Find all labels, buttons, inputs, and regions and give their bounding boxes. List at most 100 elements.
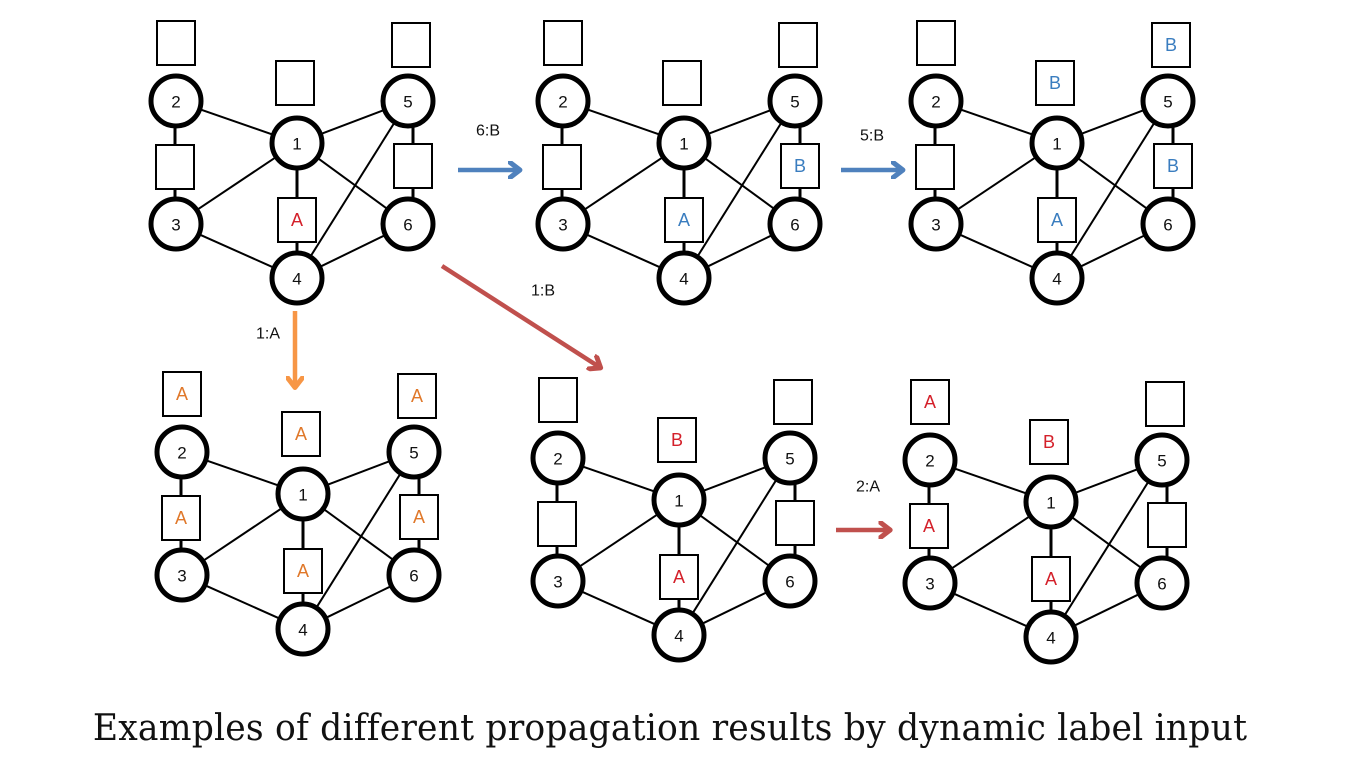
label-box-above-2: [916, 20, 956, 66]
label-box-between-1-4: A: [283, 548, 323, 594]
edge-3-1: [578, 513, 659, 568]
arrow-line: [440, 264, 599, 367]
transition-arrow-6-B: 6:B: [458, 123, 518, 171]
label-box-value: A: [175, 508, 187, 528]
node-label: 3: [931, 216, 940, 235]
label-box-between-5-6: [393, 143, 433, 189]
label-box-value: A: [295, 424, 307, 444]
node-1: 1: [651, 472, 707, 528]
node-3: 3: [530, 553, 586, 609]
edge-2-1: [953, 467, 1028, 495]
node-circle: [651, 607, 707, 663]
edge-4-5: [1069, 121, 1156, 258]
label-box-frame: [915, 144, 955, 190]
label-box-between-1-4: A: [659, 554, 699, 600]
edge-2-1: [199, 108, 274, 136]
label-box-frame: [780, 143, 820, 189]
edge-4-5: [315, 472, 402, 609]
label-box-frame: [391, 22, 431, 68]
node-label: 1: [292, 135, 301, 154]
node-circle: [1023, 609, 1079, 665]
edge-3-4: [204, 584, 281, 620]
label-box-above-5: B: [1151, 22, 1191, 68]
edge-4-5: [696, 121, 783, 258]
label-box-frame: [283, 548, 323, 594]
node-label: 5: [785, 450, 794, 469]
edge-1-6: [322, 507, 395, 562]
label-box-value: A: [1051, 210, 1063, 230]
label-box-frame: [162, 371, 202, 417]
label-box-value: A: [1045, 569, 1057, 589]
node-circle: [656, 250, 712, 306]
label-box-value: B: [1049, 73, 1061, 93]
node-circle: [275, 601, 331, 657]
node-circle: [767, 73, 823, 129]
node-label: 1: [674, 492, 683, 511]
node-4: 4: [651, 607, 707, 663]
edge-3-4: [952, 592, 1029, 628]
label-box-between-5-6: A: [399, 494, 439, 540]
transition-arrow-1-B: 1:B: [440, 264, 599, 367]
label-box-frame: [662, 60, 702, 106]
label-box-frame: [397, 373, 437, 419]
node-circle: [269, 115, 325, 171]
label-box-between-5-6: [1147, 502, 1187, 548]
label-box-frame: [538, 377, 578, 423]
edge-1-5: [1074, 467, 1139, 495]
edge-2-1: [581, 465, 656, 493]
edge-4-6: [1073, 593, 1140, 627]
label-box-above-1: A: [281, 411, 321, 457]
node-circle: [902, 555, 958, 611]
node-label: 4: [679, 270, 688, 289]
label-box-frame: [910, 379, 950, 425]
node-label: 4: [674, 627, 683, 646]
edge-4-6: [325, 585, 392, 619]
label-box-frame: [909, 503, 949, 549]
node-2: 2: [902, 432, 958, 488]
edge-3-4: [958, 233, 1035, 269]
arrow-label: 1:B: [531, 283, 555, 300]
label-box-frame: [156, 20, 196, 66]
arrow-label: 1:A: [256, 326, 280, 343]
node-label: 2: [931, 93, 940, 112]
label-box-above-2: A: [910, 379, 950, 425]
label-box-value: B: [1165, 35, 1177, 55]
node-3: 3: [908, 196, 964, 252]
label-box-frame: [1035, 60, 1075, 106]
node-3: 3: [535, 196, 591, 252]
edge-3-4: [580, 590, 657, 626]
label-box-above-1: B: [657, 417, 697, 463]
node-1: 1: [275, 466, 331, 522]
node-2: 2: [154, 424, 210, 480]
node-circle: [154, 547, 210, 603]
label-box-value: B: [794, 156, 806, 176]
edge-1-6: [703, 156, 776, 211]
node-label: 6: [403, 216, 412, 235]
node-circle: [902, 432, 958, 488]
label-box-value: A: [297, 561, 309, 581]
edge-3-1: [583, 156, 664, 211]
label-box-value: A: [924, 392, 936, 412]
node-circle: [767, 196, 823, 252]
label-box-frame: [1153, 143, 1193, 189]
label-box-value: B: [671, 430, 683, 450]
node-circle: [1140, 196, 1196, 252]
node-label: 2: [171, 93, 180, 112]
node-circle: [148, 196, 204, 252]
edge-2-1: [959, 108, 1034, 136]
node-circle: [656, 115, 712, 171]
label-box-frame: [773, 379, 813, 425]
label-box-frame: [664, 197, 704, 243]
node-4: 4: [1023, 609, 1079, 665]
edge-1-6: [698, 513, 771, 568]
node-circle: [275, 466, 331, 522]
label-box-frame: [1145, 381, 1185, 427]
node-label: 5: [790, 93, 799, 112]
label-box-frame: [778, 22, 818, 68]
edge-4-6: [701, 591, 768, 625]
label-box-frame: [393, 143, 433, 189]
node-label: 6: [409, 567, 418, 586]
arrow-label: 6:B: [476, 123, 500, 140]
